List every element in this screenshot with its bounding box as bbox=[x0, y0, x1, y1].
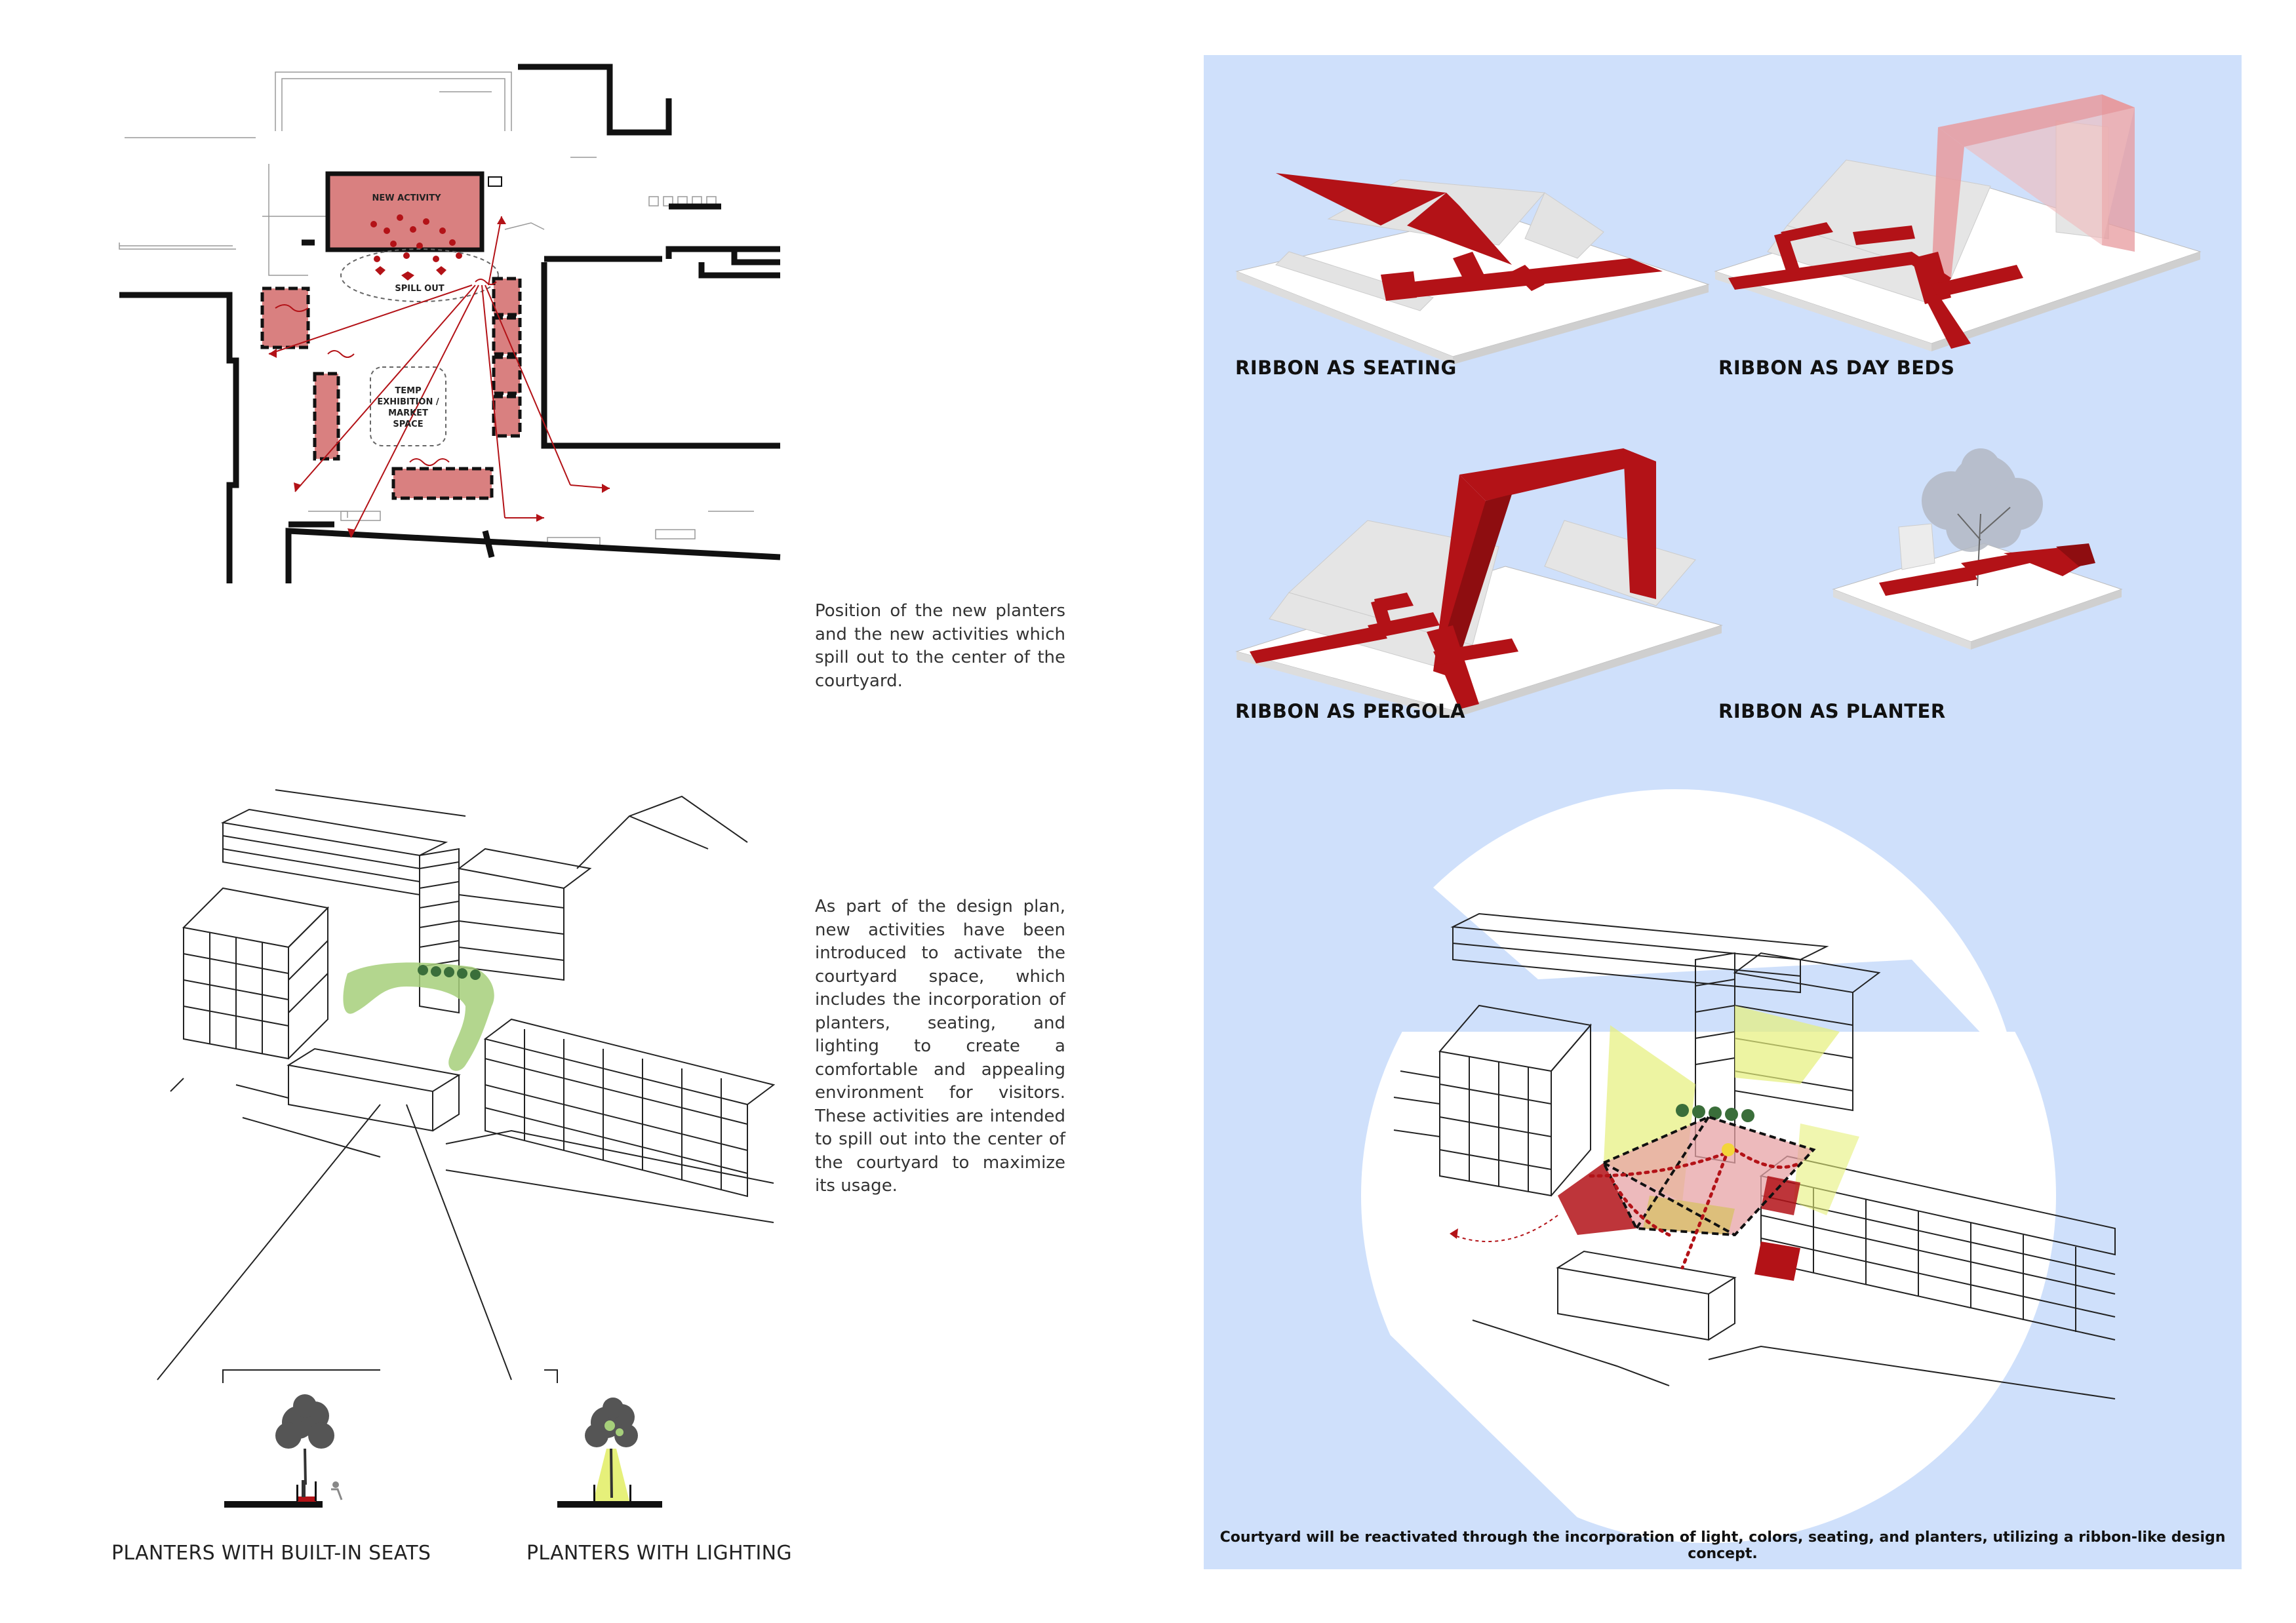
ribbon-planter-model bbox=[1820, 442, 2213, 678]
ribbon-seating-title: RIBBON AS SEATING bbox=[1235, 357, 1457, 379]
temp-line-3: MARKET bbox=[370, 408, 446, 419]
planters-seats-label: PLANTERS WITH BUILT-IN SEATS bbox=[111, 1542, 431, 1565]
site-plan-drawing bbox=[111, 59, 780, 583]
ribbon-daybeds-title: RIBBON AS DAY BEDS bbox=[1718, 357, 1954, 379]
green-planter-strip bbox=[343, 962, 494, 1070]
spill-out-label: SPILL OUT bbox=[380, 284, 459, 294]
ribbon-planter-title: RIBBON AS PLANTER bbox=[1718, 700, 1946, 722]
temp-line-1: TEMP bbox=[370, 385, 446, 397]
axon-sketch bbox=[157, 777, 774, 1367]
temp-exhibition-label: TEMP EXHIBITION / MARKET SPACE bbox=[370, 385, 446, 430]
ribbon-concept-panel: RIBBON AS SEATING RIBBON AS DAY BEDS bbox=[1204, 55, 2242, 1569]
new-activity-building bbox=[328, 174, 482, 250]
panel-caption: Courtyard will be reactivated through th… bbox=[1204, 1529, 2242, 1562]
planter-details bbox=[223, 1370, 813, 1540]
planter-details-drawing bbox=[223, 1370, 813, 1540]
new-activity-label: NEW ACTIVITY bbox=[354, 193, 459, 203]
ribbon-pergola-title: RIBBON AS PERGOLA bbox=[1235, 700, 1465, 722]
planters-lighting-label: PLANTERS WITH LIGHTING bbox=[526, 1542, 792, 1565]
axon-description: As part of the design plan, new activiti… bbox=[815, 895, 1065, 1198]
ribbon-pergola-model bbox=[1237, 435, 1722, 711]
planter-box-1 bbox=[296, 1485, 298, 1501]
temp-line-4: SPACE bbox=[370, 419, 446, 430]
ribbon-daybeds-model bbox=[1715, 81, 2200, 357]
plan-description: Position of the new planters and the new… bbox=[815, 600, 1065, 693]
site-plan: NEW ACTIVITY SPILL OUT TEMP EXHIBITION /… bbox=[111, 59, 780, 583]
courtyard-circle-view bbox=[1341, 809, 2115, 1543]
temp-line-2: EXHIBITION / bbox=[370, 397, 446, 408]
ribbon-seating-model bbox=[1237, 153, 1709, 363]
axon-sketch-drawing bbox=[157, 777, 774, 1367]
